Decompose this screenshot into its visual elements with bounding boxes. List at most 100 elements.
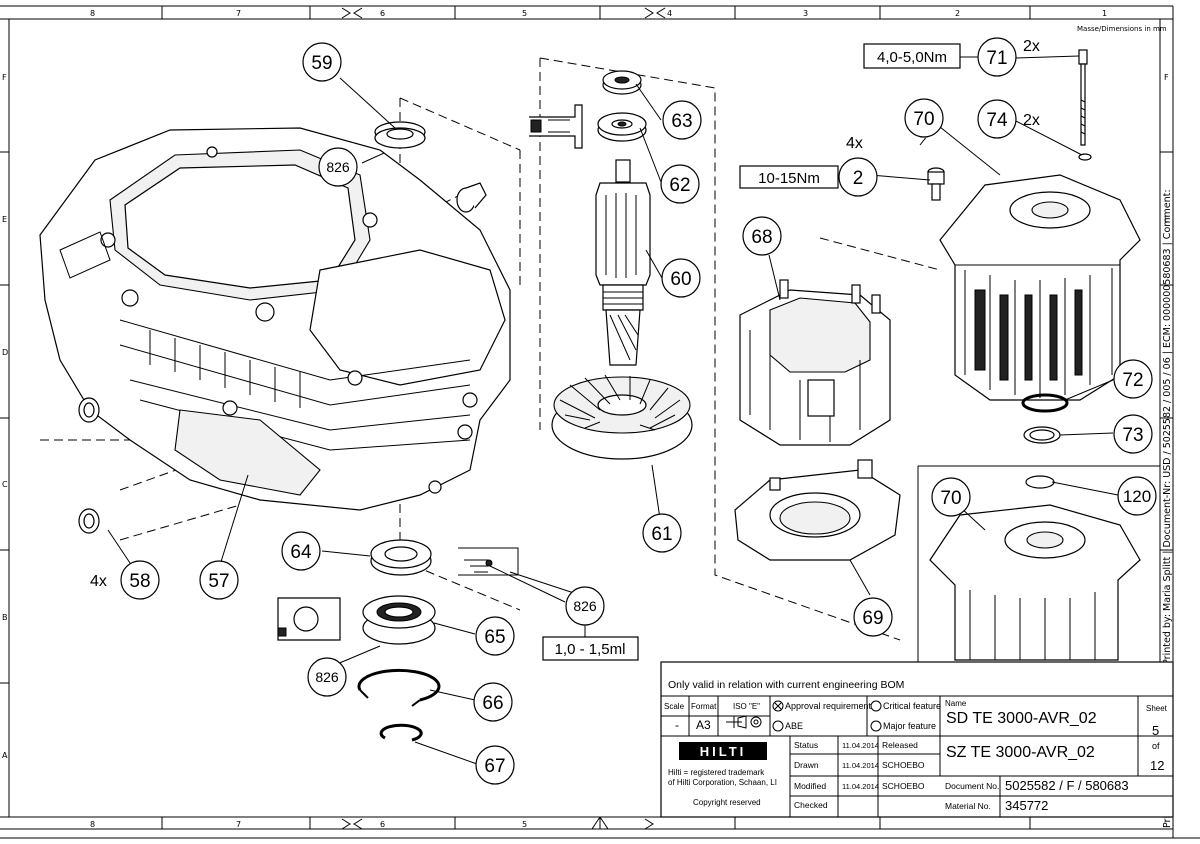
callout-826-grease: 826 bbox=[565, 586, 605, 626]
quantity-71: 2x bbox=[1023, 38, 1040, 55]
leader-lines bbox=[107, 55, 1119, 765]
callout-72: 72 bbox=[1113, 359, 1153, 399]
callout-71: 71 bbox=[977, 37, 1017, 77]
format-label: Format bbox=[691, 702, 717, 711]
zone-row-f: F bbox=[2, 73, 7, 82]
svg-text:64: 64 bbox=[290, 542, 312, 563]
svg-text:69: 69 bbox=[862, 608, 883, 629]
svg-text:60: 60 bbox=[670, 269, 691, 290]
zone-col-6: 6 bbox=[380, 9, 385, 18]
zone-col-7: 7 bbox=[236, 9, 241, 18]
major-label: Major feature bbox=[883, 721, 936, 731]
svg-text:65: 65 bbox=[484, 627, 505, 648]
checked-label: Checked bbox=[794, 800, 828, 810]
callout-68: 68 bbox=[742, 216, 782, 256]
zone-col-5-bottom: 5 bbox=[522, 820, 527, 829]
callout-120: 120 bbox=[1117, 476, 1157, 516]
svg-text:67: 67 bbox=[484, 756, 505, 777]
o-ring-part-72 bbox=[1021, 393, 1069, 413]
material-number-label: Material No. bbox=[945, 801, 991, 811]
title-block: Only valid in relation with current engi… bbox=[660, 661, 1174, 818]
torque-spec-2: 10-15Nm bbox=[758, 170, 820, 187]
svg-text:63: 63 bbox=[671, 111, 692, 132]
quantity-74: 2x bbox=[1023, 112, 1040, 129]
svg-text:120: 120 bbox=[1123, 487, 1151, 506]
callout-60: 60 bbox=[661, 258, 701, 298]
format-value: A3 bbox=[696, 718, 711, 732]
bearing-section-inset bbox=[277, 597, 341, 641]
sheet-number: 5 bbox=[1152, 723, 1159, 738]
drawn-label: Drawn bbox=[794, 760, 819, 770]
abe-checkbox bbox=[772, 720, 784, 732]
gear-housing-part-57 bbox=[39, 127, 511, 511]
status-label: Status bbox=[794, 740, 818, 750]
grease-amount-spec: 1,0 - 1,5ml bbox=[555, 641, 626, 658]
drawn-date: 11.04.2014 bbox=[842, 761, 879, 770]
screw-part-71 bbox=[1078, 49, 1092, 161]
zone-row-c: C bbox=[2, 480, 8, 489]
callout-73: 73 bbox=[1113, 414, 1153, 454]
zone-labels: 8 7 6 5 4 3 2 1 8 7 6 5 F E D C B A F E bbox=[2, 9, 1169, 829]
modified-date: 11.04.2014 bbox=[842, 782, 879, 791]
drawing-name-2: SZ TE 3000-AVR_02 bbox=[946, 744, 1095, 761]
callout-64: 64 bbox=[281, 531, 321, 571]
drawing-name-1: SD TE 3000-AVR_02 bbox=[946, 710, 1097, 727]
fan-part-61 bbox=[551, 374, 693, 460]
svg-text:62: 62 bbox=[669, 175, 690, 196]
svg-text:826: 826 bbox=[573, 598, 597, 614]
svg-text:66: 66 bbox=[482, 693, 503, 714]
callout-826-bearing: 826 bbox=[307, 657, 347, 697]
svg-text:HILTI: HILTI bbox=[700, 744, 747, 759]
document-number-label: Document No. bbox=[945, 781, 999, 791]
svg-text:71: 71 bbox=[986, 48, 1007, 69]
sheet-total: 12 bbox=[1150, 758, 1164, 773]
quantity-2: 4x bbox=[846, 135, 863, 152]
zone-col-8: 8 bbox=[90, 9, 95, 18]
svg-text:61: 61 bbox=[651, 524, 672, 545]
bearing-part-65 bbox=[362, 595, 436, 645]
dimensions-note: Masse/Dimensions in mm bbox=[1077, 25, 1167, 33]
approval-label: Approval requirement bbox=[785, 701, 872, 711]
scale-label: Scale bbox=[664, 702, 685, 711]
svg-text:58: 58 bbox=[129, 571, 150, 592]
hilti-logo: HILTI bbox=[679, 742, 767, 760]
scale-value: - bbox=[675, 718, 679, 732]
callout-63: 63 bbox=[662, 100, 702, 140]
svg-text:70: 70 bbox=[940, 488, 961, 509]
callout-66: 66 bbox=[473, 682, 513, 722]
major-checkbox bbox=[870, 720, 882, 732]
zone-col-4: 4 bbox=[667, 9, 672, 18]
svg-text:826: 826 bbox=[326, 159, 350, 175]
callout-62: 62 bbox=[660, 164, 700, 204]
svg-text:68: 68 bbox=[751, 227, 772, 248]
modified-label: Modified bbox=[794, 781, 826, 791]
zone-col-1: 1 bbox=[1102, 9, 1107, 18]
svg-text:72: 72 bbox=[1122, 370, 1143, 391]
bearing-part-62 bbox=[597, 112, 647, 142]
sheet-label: Sheet bbox=[1146, 704, 1168, 713]
callout-67: 67 bbox=[475, 745, 515, 785]
callout-69: 69 bbox=[853, 597, 893, 637]
zone-row-a: A bbox=[2, 751, 8, 760]
callout-57: 57 bbox=[199, 560, 239, 600]
print-info-side-text: Print Date: 30.07.2014 08:07:57 | Printe… bbox=[1162, 189, 1173, 828]
zone-row-d: D bbox=[2, 348, 8, 357]
status-value: Released bbox=[882, 740, 918, 750]
trademark-line-2: of Hilti Corporation, Schaan, LI bbox=[668, 778, 777, 787]
critical-label: Critical feature bbox=[883, 701, 941, 711]
brush-frame-part-69 bbox=[734, 459, 901, 561]
status-date: 11.04.2014 bbox=[842, 741, 879, 750]
zone-col-5: 5 bbox=[522, 9, 527, 18]
document-number-value: 5025582 / F / 580683 bbox=[1005, 778, 1129, 793]
callout-70-top: 70 bbox=[904, 98, 944, 138]
zone-col-3: 3 bbox=[803, 9, 808, 18]
iso-projection-symbol bbox=[726, 715, 762, 729]
rotor-part-60 bbox=[595, 159, 651, 366]
callout-balloons: 59 826 63 62 60 61 71 74 70 2 68 72 73 7… bbox=[120, 37, 1157, 785]
callout-2: 2 bbox=[838, 157, 878, 197]
callout-58: 58 bbox=[120, 560, 160, 600]
screw-part-2 bbox=[927, 167, 945, 201]
bearing-part-63 bbox=[602, 70, 642, 95]
sheet-of-label: of bbox=[1152, 741, 1160, 751]
